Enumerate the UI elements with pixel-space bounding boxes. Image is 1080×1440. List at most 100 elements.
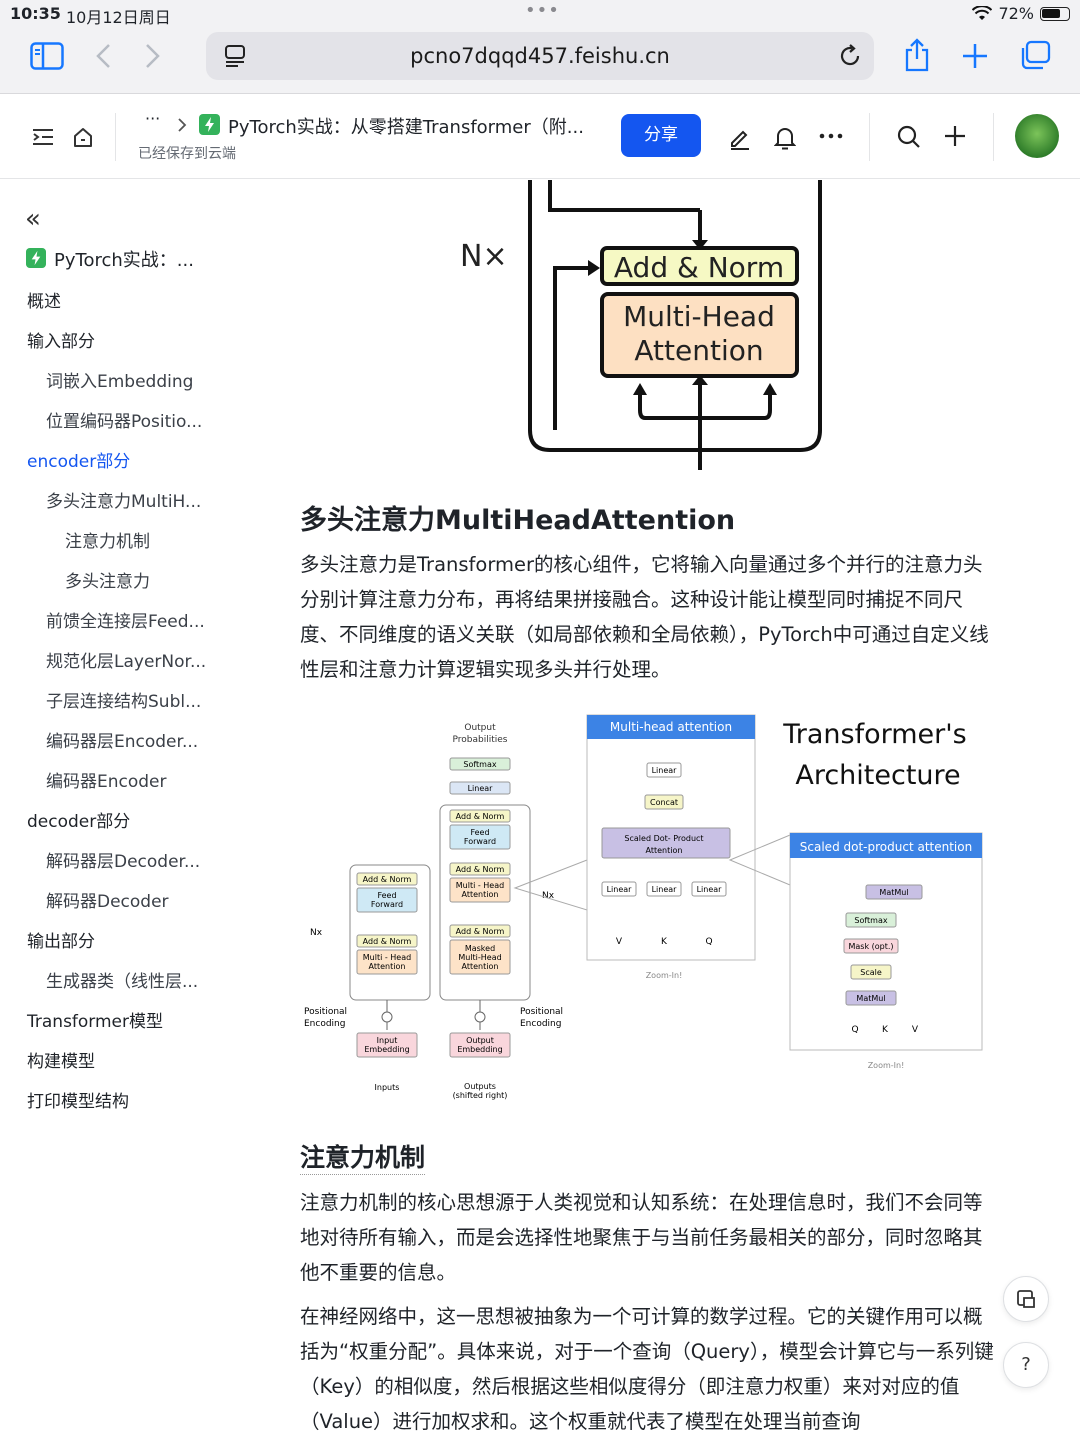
home-icon[interactable]	[72, 126, 94, 148]
url-text: pcno7dqqd457.feishu.cn	[410, 44, 670, 68]
fig2-dec-ff-2: Forward	[464, 837, 496, 846]
outline-item[interactable]: 词嵌入Embedding	[46, 372, 194, 392]
outline-item[interactable]: 注意力机制	[65, 532, 150, 552]
comment-icon	[1017, 1290, 1035, 1308]
plus-icon[interactable]	[944, 125, 966, 147]
fig2-dec-addnorm-3: Add & Norm	[456, 812, 505, 821]
outline-item[interactable]: 概述	[27, 292, 61, 312]
outline-item-active[interactable]: encoder部分	[27, 452, 131, 472]
new-tab-icon[interactable]	[961, 42, 989, 70]
search-icon[interactable]	[897, 125, 921, 149]
fig2-dec-mha-1: Multi - Head	[456, 881, 504, 890]
outline-item[interactable]: 打印模型结构	[27, 1092, 129, 1112]
fig2-enc-mha-2: Attention	[369, 962, 406, 971]
fig2-input-emb-2: Embedding	[364, 1045, 409, 1054]
paragraph: 多头注意力是Transformer的核心组件，它将输入向量通过多个并行的注意力头…	[300, 553, 989, 681]
fig2-enc-addnorm-1: Add & Norm	[363, 937, 412, 946]
tabs-icon[interactable]	[1018, 40, 1052, 72]
outline-item[interactable]: 子层连接结构Subl...	[46, 692, 202, 712]
divider	[115, 113, 116, 161]
browser-toolbar: pcno7dqqd457.feishu.cn	[0, 28, 1080, 94]
outline-item[interactable]: 编码器Encoder	[46, 772, 167, 792]
outline-toggle-icon[interactable]	[33, 128, 53, 146]
fig2-dec-mha-2: Attention	[462, 890, 499, 899]
reload-icon[interactable]	[838, 44, 862, 68]
outline-item[interactable]: 位置编码器Positio...	[46, 412, 203, 432]
outline-item[interactable]: 解码器层Decoder...	[46, 852, 201, 872]
fig2-mh-linear-q: Linear	[697, 885, 723, 894]
reader-icon[interactable]	[224, 44, 246, 68]
fig2-output-emb-2: Embedding	[457, 1045, 502, 1054]
status-date: 10月12日周日	[66, 8, 171, 27]
fig1-mha-line2: Attention	[634, 334, 763, 367]
breadcrumb-more[interactable]: ···	[145, 109, 161, 128]
fig2-scale: Scale	[860, 968, 882, 977]
outline-item[interactable]: PyTorch实战：...	[54, 250, 194, 271]
battery-percent: 72%	[998, 4, 1034, 23]
fig2-sd-v: V	[912, 1025, 919, 1035]
fig2-mh-linear-v: Linear	[607, 885, 633, 894]
sidebar-toggle-icon[interactable]	[30, 42, 64, 70]
outline-item[interactable]: 多头注意力	[65, 572, 150, 592]
outline-item[interactable]: 输入部分	[27, 332, 95, 352]
bell-icon[interactable]	[774, 126, 796, 150]
share-button[interactable]: 分享	[621, 114, 701, 157]
outline-item[interactable]: 多头注意力MultiH...	[46, 492, 202, 512]
fig2-mh-title: Multi-head attention	[610, 720, 732, 734]
outline-item[interactable]: 输出部分	[27, 932, 95, 952]
heading-attention: 注意力机制	[300, 1138, 426, 1175]
fig2-concat: Concat	[650, 798, 678, 807]
doc-title[interactable]: PyTorch实战：从零搭建Transformer（附...	[228, 117, 584, 138]
fig2-sd-softmax: Softmax	[854, 916, 887, 925]
fig2-dec-addnorm-2: Add & Norm	[456, 865, 505, 874]
outline-item[interactable]: Transformer模型	[27, 1012, 164, 1032]
comment-panel-button[interactable]	[1003, 1276, 1049, 1322]
doc-type-icon	[199, 114, 220, 135]
outline-item[interactable]: 生成器类（线性层...	[46, 972, 199, 992]
fig2-enc-addnorm-2: Add & Norm	[363, 875, 412, 884]
fig2-output-prob-1: Output	[464, 723, 496, 733]
avatar[interactable]	[1015, 114, 1059, 158]
fig2-nx-left: Nx	[310, 928, 323, 938]
address-bar[interactable]: pcno7dqqd457.feishu.cn	[206, 32, 874, 80]
fig2-enc-ff-2: Forward	[371, 900, 403, 909]
fig2-dec-ff-1: Feed	[470, 828, 489, 837]
fig2-outputs-1: Outputs	[464, 1082, 496, 1091]
share-icon[interactable]	[903, 38, 931, 72]
fig2-dec-addnorm-1: Add & Norm	[456, 927, 505, 936]
outline-item[interactable]: 解码器Decoder	[46, 892, 169, 912]
fig2-mh-v: V	[616, 937, 623, 947]
fig2-mh-linear-top: Linear	[652, 766, 678, 775]
forward-icon[interactable]	[144, 42, 162, 70]
fig2-nx-right: Nx	[542, 891, 555, 901]
more-icon[interactable]	[819, 133, 843, 139]
fig2-softmax: Softmax	[463, 760, 496, 769]
fig2-matmul-top: MatMul	[879, 888, 908, 897]
status-time: 10:35	[10, 4, 61, 23]
outline-item[interactable]: 前馈全连接层Feed...	[46, 612, 205, 632]
battery-icon	[1040, 6, 1070, 21]
fig2-outputs-2: (shifted right)	[453, 1091, 508, 1100]
fig2-masked-1: Masked	[465, 944, 495, 953]
help-button[interactable]: ?	[1003, 1342, 1049, 1388]
fig2-input-emb-1: Input	[377, 1036, 398, 1045]
outline-item[interactable]: 构建模型	[27, 1052, 95, 1072]
edit-icon[interactable]	[728, 126, 752, 150]
multitask-dots[interactable]: •••	[525, 0, 560, 21]
fig2-title-2: Architecture	[795, 760, 960, 791]
back-icon[interactable]	[94, 42, 112, 70]
fig2-masked-2: Multi-Head	[458, 953, 501, 962]
save-status: 已经保存到云端	[138, 146, 236, 162]
fig2-sd-k: K	[882, 1025, 889, 1035]
fig2-linear: Linear	[468, 784, 494, 793]
fig2-sd-q: Q	[851, 1025, 858, 1035]
fig1-mha-line1: Multi-Head	[623, 300, 775, 333]
fig2-title-1: Transformer's	[782, 719, 967, 750]
fig2-pos-right-1: Positional	[520, 1007, 563, 1017]
outline-item[interactable]: decoder部分	[27, 812, 131, 832]
collapse-icon[interactable]: «	[25, 204, 41, 234]
fig2-sdp-1: Scaled Dot- Product	[624, 834, 703, 843]
outline-item[interactable]: 规范化层LayerNor...	[46, 652, 207, 672]
fig2-mh-q: Q	[705, 937, 712, 947]
outline-item[interactable]: 编码器层Encoder...	[46, 732, 199, 752]
